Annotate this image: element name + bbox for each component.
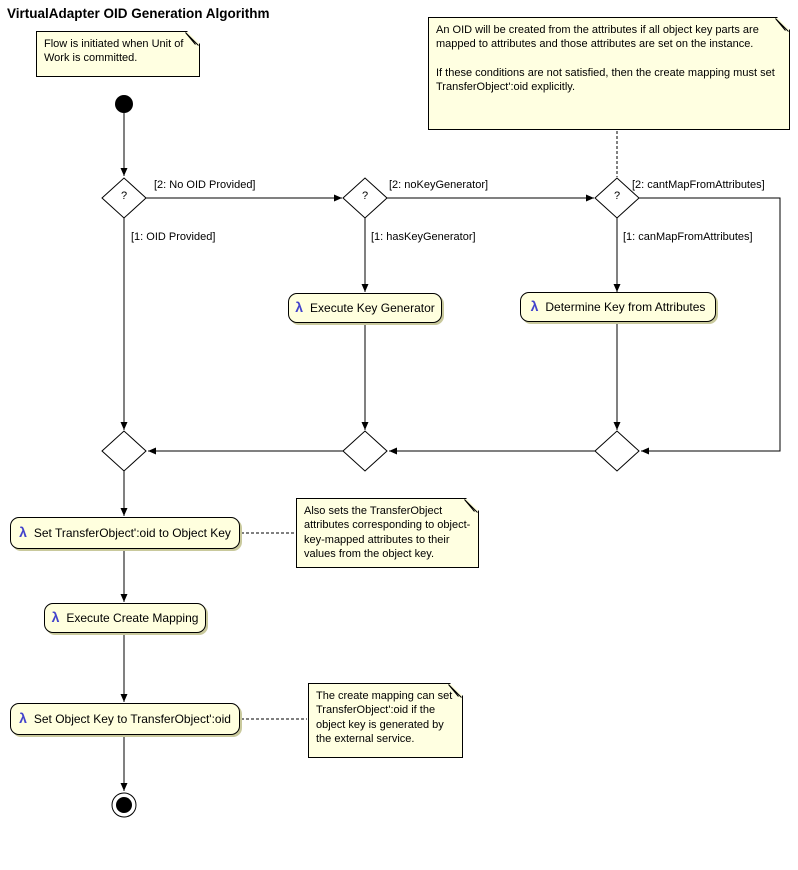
- note-text: Flow is initiated when Unit of Work is c…: [44, 38, 184, 65]
- note-fold-icon: [185, 32, 199, 46]
- merge-diamond-3: [594, 430, 640, 472]
- guard-no-oid-provided: [2: No OID Provided]: [154, 179, 256, 191]
- note-also-sets: Also sets the TransferObject attributes …: [296, 498, 479, 568]
- guard-oid-provided: [1: OID Provided]: [131, 231, 216, 243]
- lambda-icon: λ: [19, 524, 27, 540]
- action-label: Determine Key from Attributes: [545, 300, 706, 314]
- note-flow-initiated: Flow is initiated when Unit of Work is c…: [36, 31, 200, 77]
- edge-decision3-to-merge3: [639, 197, 781, 455]
- merge-diamond-1: [101, 430, 147, 472]
- action-label: Execute Key Generator: [310, 301, 435, 315]
- action-determine-key-from-attributes: λ Determine Key from Attributes: [520, 292, 716, 322]
- action-label: Set Object Key to TransferObject':oid: [33, 712, 231, 726]
- lambda-icon: λ: [530, 298, 539, 314]
- action-execute-create-mapping: λ Execute Create Mapping: [44, 603, 206, 633]
- lambda-icon: λ: [295, 299, 304, 315]
- note-text: The create mapping can set TransferObjec…: [316, 690, 453, 745]
- note-text: If these conditions are not satisfied, t…: [436, 66, 775, 93]
- lambda-icon: λ: [51, 609, 60, 625]
- decision-glyph: ?: [361, 190, 369, 202]
- note-fold-icon: [775, 18, 789, 32]
- note-text: An OID will be created from the attribut…: [436, 24, 759, 51]
- guard-has-key-generator: [1: hasKeyGenerator]: [371, 231, 476, 243]
- action-label: Set TransferObject':oid to Object Key: [33, 526, 231, 540]
- note-fold-icon: [448, 684, 462, 698]
- note-fold-icon: [464, 499, 478, 513]
- note-oid-from-attributes: An OID will be created from the attribut…: [428, 17, 790, 130]
- page-title: VirtualAdapter OID Generation Algorithm: [7, 6, 270, 21]
- lambda-icon: λ: [19, 710, 27, 726]
- action-set-object-key-to-oid: λ Set Object Key to TransferObject':oid: [10, 703, 240, 735]
- merge-diamond-2: [342, 430, 388, 472]
- guard-can-map-from-attributes: [1: canMapFromAttributes]: [623, 231, 753, 243]
- note-text: Also sets the TransferObject attributes …: [304, 505, 471, 560]
- action-execute-key-generator: λ Execute Key Generator: [288, 293, 442, 323]
- decision-diamond-oid-provided: [101, 177, 147, 219]
- decision-diamond-key-generator: [342, 177, 388, 219]
- final-node: [116, 797, 132, 813]
- action-label: Execute Create Mapping: [66, 611, 199, 625]
- decision-diamond-map-from-attributes: [594, 177, 640, 219]
- initial-node: [115, 95, 133, 113]
- decision-glyph: ?: [613, 190, 621, 202]
- guard-cant-map-from-attributes: [2: cantMapFromAttributes]: [632, 179, 765, 191]
- note-create-mapping-can: The create mapping can set TransferObjec…: [308, 683, 463, 758]
- decision-glyph: ?: [120, 190, 128, 202]
- guard-no-key-generator: [2: noKeyGenerator]: [389, 179, 489, 191]
- action-set-oid-to-object-key: λ Set TransferObject':oid to Object Key: [10, 517, 240, 549]
